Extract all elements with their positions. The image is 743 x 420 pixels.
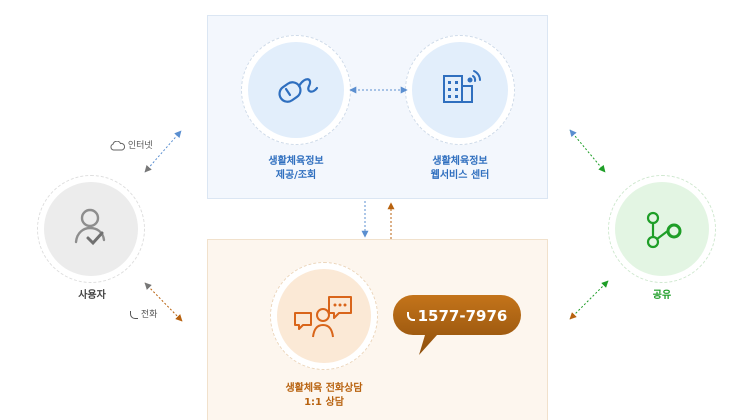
share-icon	[646, 211, 682, 249]
cloud-icon	[110, 140, 126, 150]
share-circle	[608, 175, 716, 283]
share-label: 공유	[652, 290, 672, 301]
consult-icon	[294, 296, 352, 338]
mouse-icon	[278, 78, 319, 103]
building-wifi-icon	[443, 70, 481, 103]
phone-number[interactable]: 1577-7976	[400, 304, 514, 328]
internet-label: 인터넷	[110, 138, 153, 151]
counsel-circle	[270, 262, 378, 370]
phone-number-icon	[406, 312, 415, 321]
user-check-icon	[74, 208, 106, 246]
phone-number-bubble	[393, 295, 521, 355]
web-service-circle	[405, 35, 515, 145]
arrow-internet	[144, 130, 182, 173]
phone-icon	[130, 310, 138, 319]
user-circle	[37, 175, 145, 283]
arrow-share-bottom	[569, 280, 609, 320]
info-provide-circle	[241, 35, 351, 145]
user-label: 사용자	[78, 290, 106, 301]
arrow-share-top	[569, 129, 606, 173]
arrow-phone	[144, 282, 183, 322]
